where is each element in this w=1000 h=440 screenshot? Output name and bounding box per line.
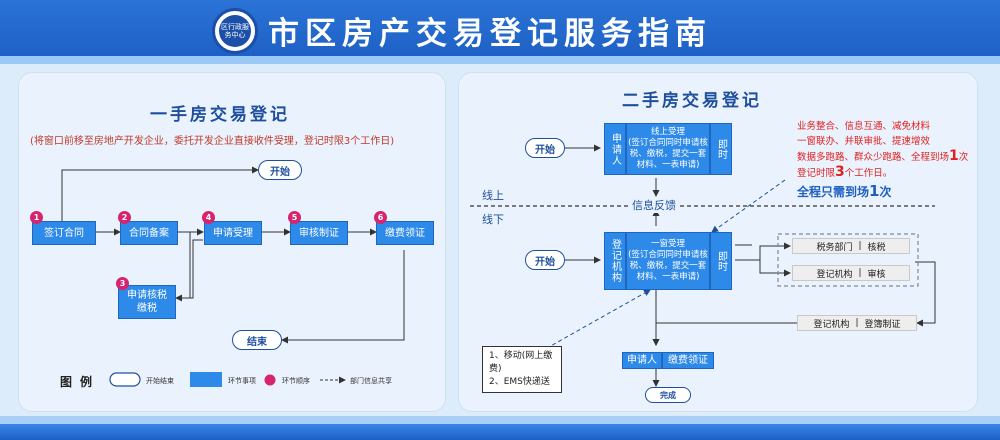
dept-tax: 税务部门 | 核税	[792, 238, 910, 254]
dept-certify-name: 登记机构	[813, 319, 850, 330]
step-application-acceptance: 申请受理	[204, 221, 262, 245]
step-badge-2: 2	[118, 211, 131, 224]
dept-registration-certify: 登记机构 | 登簿制证	[797, 315, 917, 331]
benefit-line-4: 登记时限3个工作日。	[797, 164, 893, 180]
page-title: 市区房产交易登记服务指南	[268, 16, 712, 52]
dept-divider-1: |	[858, 241, 862, 251]
step-badge-5: 5	[288, 211, 301, 224]
legend-title: 图例	[60, 375, 101, 389]
delivery-option-mobile: 1、移动(网上缴费)	[489, 351, 553, 374]
header-banner	[0, 0, 1000, 62]
bottom-applicant: 申请人	[622, 352, 662, 369]
offline-one-window-acceptance: 一窗受理 (签订合同同时申请核税、缴税，提交一套材料、一表申请)	[626, 232, 710, 290]
dept-divider-2: |	[858, 268, 862, 278]
step-sign-contract: 签订合同	[32, 221, 96, 245]
link-start	[61, 166, 259, 222]
offline-registration-agency: 登记机构	[604, 232, 626, 290]
footer-band	[0, 424, 1000, 440]
legend-start-end: 开始结束	[146, 377, 174, 385]
online-applicant: 申请人	[604, 123, 626, 175]
dept-divider-3: |	[855, 318, 859, 328]
step-badge-4: 4	[202, 211, 215, 224]
dept-certify-task: 登簿制证	[864, 319, 901, 330]
step-badge-3: 3	[116, 277, 129, 290]
benefit-line-2: 一窗联办、并联审批、提速增效	[797, 136, 931, 147]
emblem-logo: 区行政服务中心	[212, 8, 258, 54]
dept-tax-name: 税务部门	[816, 242, 853, 253]
done-node: 完成	[645, 387, 691, 403]
left-start-node: 开始	[258, 160, 302, 180]
info-feedback-label: 信息反馈	[628, 197, 680, 213]
dept-tax-task: 核税	[867, 242, 886, 253]
step-tax-payment: 申请核税 缴税	[118, 285, 176, 319]
step-badge-6: 6	[374, 211, 387, 224]
legend-info-share: 部门信息共享	[350, 377, 392, 385]
dept-review-task: 审核	[867, 269, 886, 280]
second-hand-title: 二手房交易登记	[622, 91, 762, 111]
legend-step-item: 环节事项	[228, 377, 256, 385]
new-house-title: 一手房交易登记	[150, 105, 290, 125]
dept-review-name: 登记机构	[816, 269, 853, 280]
step-pay-collect: 缴费领证	[376, 221, 434, 245]
online-acceptance: 线上受理 (签订合同同时申请核税、缴税，提交一套材料、一表申请)	[626, 123, 710, 175]
bottom-pay-collect: 缴费领证	[662, 352, 714, 369]
online-label: 线上	[482, 189, 504, 202]
offline-immediate: 即时	[710, 232, 732, 290]
header-strip	[0, 56, 1000, 64]
benefit-highlight: 全程只需到场1次	[797, 182, 892, 200]
emblem-logo-text: 区行政服务中心	[219, 15, 251, 47]
benefits-block: 业务整合、信息互通、减免材料 一窗联办、并联审批、提速增效 数据多跑路、群众少跑…	[797, 119, 968, 200]
step-contract-filing: 合同备案	[120, 221, 178, 245]
delivery-options: 1、移动(网上缴费) 2、EMS快递送	[482, 346, 562, 393]
right-start-offline: 开始	[525, 250, 565, 270]
dept-registration-review: 登记机构 | 审核	[792, 265, 910, 281]
delivery-option-ems: 2、EMS快递送	[489, 377, 550, 387]
footer-strip	[0, 416, 1000, 424]
new-house-note: (将窗口前移至房地产开发企业，委托开发企业直接收件受理，登记时限3个工作日)	[30, 136, 395, 147]
online-immediate: 即时	[710, 123, 732, 175]
step-review-certification: 审核制证	[290, 221, 348, 245]
step-badge-1: 1	[30, 211, 43, 224]
legend-step-order: 环节顺序	[282, 377, 310, 385]
offline-label: 线下	[482, 213, 504, 226]
right-start-online: 开始	[525, 138, 565, 158]
benefit-line-3: 数据多跑路、群众少跑路、全程到场1次	[797, 148, 969, 164]
benefit-line-1: 业务整合、信息互通、减免材料	[797, 121, 931, 132]
left-end-node: 结束	[232, 330, 282, 350]
